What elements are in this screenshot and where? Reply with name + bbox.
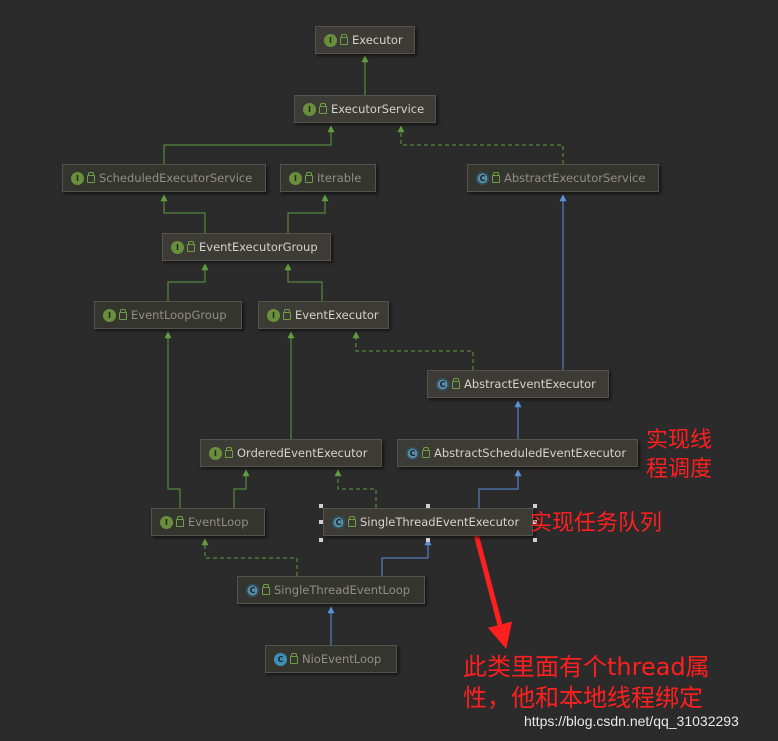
edge-el-oee	[233, 469, 250, 508]
abstract-class-icon: C	[406, 446, 419, 460]
node-label: ScheduledExecutorService	[99, 171, 253, 185]
lock-icon	[305, 172, 313, 183]
lock-icon	[452, 378, 460, 389]
node-label: AbstractScheduledEventExecutor	[434, 446, 627, 460]
selection-handle[interactable]	[426, 504, 430, 508]
annotation-thread: 此类里面有个thread属 性，他和本地线程绑定	[463, 652, 710, 714]
selection-handle[interactable]	[319, 520, 323, 524]
node-label: EventLoop	[188, 515, 249, 529]
annotation-scheduling-line2: 程调度	[646, 457, 713, 482]
edge-scheduled-executorservice	[163, 125, 335, 164]
interface-icon: I	[160, 515, 173, 529]
node-label: Executor	[352, 33, 403, 47]
node-eventexecutor[interactable]: I EventExecutor	[258, 301, 389, 329]
edge-el-elg	[164, 331, 181, 508]
annotation-thread-line2: 性，他和本地线程绑定	[463, 684, 703, 712]
node-label: EventLoopGroup	[131, 308, 227, 322]
watermark: https://blog.csdn.net/qq_31032293	[524, 713, 739, 729]
lock-icon	[262, 584, 270, 595]
selection-handle[interactable]	[426, 538, 430, 542]
node-label: EventExecutorGroup	[199, 240, 318, 254]
selection-handle[interactable]	[319, 504, 323, 508]
node-label: SingleThreadEventLoop	[274, 583, 411, 597]
lock-icon	[119, 309, 127, 320]
lock-icon	[187, 241, 195, 252]
class-icon: C	[274, 652, 287, 666]
annotation-scheduling-line1: 实现线	[646, 428, 713, 453]
node-eventloopgroup[interactable]: I EventLoopGroup	[94, 301, 242, 329]
node-executor[interactable]: I Executor	[315, 26, 415, 54]
lock-icon	[348, 516, 356, 527]
edge-stee-oee	[334, 469, 377, 508]
lock-icon	[340, 34, 348, 45]
node-label: EventExecutor	[295, 308, 379, 322]
abstract-class-icon: C	[476, 171, 489, 185]
interface-icon: I	[71, 171, 84, 185]
lock-icon	[492, 172, 500, 183]
node-executorservice[interactable]: I ExecutorService	[294, 95, 436, 123]
node-label: SingleThreadEventExecutor	[360, 515, 520, 529]
edge-eeg-scheduled	[160, 194, 206, 233]
selection-handle[interactable]	[533, 504, 537, 508]
interface-icon: I	[209, 446, 222, 460]
node-eventloop[interactable]: I EventLoop	[151, 508, 265, 536]
interface-icon: I	[303, 102, 316, 116]
lock-icon	[319, 103, 327, 114]
node-label: Iterable	[317, 171, 362, 185]
node-label: NioEventLoop	[302, 652, 382, 666]
node-label: AbstractExecutorService	[504, 171, 646, 185]
edge-stel-el	[201, 538, 298, 576]
node-eventexecutorgroup[interactable]: I EventExecutorGroup	[162, 233, 331, 261]
interface-icon: I	[171, 240, 184, 254]
annotation-arrow	[473, 533, 512, 649]
edge-eeg-iterable	[287, 194, 329, 233]
abstract-class-icon: C	[246, 583, 259, 597]
edge-stel-stee	[381, 538, 432, 576]
interface-icon: I	[103, 308, 116, 322]
edge-stee-asee	[478, 469, 522, 508]
lock-icon	[176, 516, 184, 527]
node-scheduledexecutorservice[interactable]: I ScheduledExecutorService	[62, 164, 266, 192]
node-label: ExecutorService	[331, 102, 425, 116]
annotation-scheduling: 实现线 程调度	[646, 426, 712, 484]
interface-icon: I	[267, 308, 280, 322]
lock-icon	[225, 447, 233, 458]
node-abstractscheduledeventexecutor[interactable]: C AbstractScheduledEventExecutor	[397, 439, 638, 467]
abstract-class-icon: C	[332, 515, 345, 529]
edge-ee-eeg	[284, 263, 323, 301]
edge-aee-ee	[352, 331, 474, 370]
lock-icon	[283, 309, 291, 320]
lock-icon	[422, 447, 430, 458]
node-label: OrderedEventExecutor	[237, 446, 368, 460]
node-singlethreadeventexecutor[interactable]: C SingleThreadEventExecutor	[323, 508, 533, 536]
annotation-task-queue: 实现任务队列	[530, 511, 663, 536]
interface-icon: I	[324, 33, 337, 47]
node-orderedeventexecutor[interactable]: I OrderedEventExecutor	[200, 439, 382, 467]
node-abstracteventexecutor[interactable]: C AbstractEventExecutor	[427, 370, 609, 398]
annotation-thread-line1: 此类里面有个thread属	[463, 653, 710, 681]
abstract-class-icon: C	[436, 377, 449, 391]
edge-abstractexecutorservice-executorservice	[397, 125, 564, 164]
selection-handle[interactable]	[533, 538, 537, 542]
selection-handle[interactable]	[319, 538, 323, 542]
node-iterable[interactable]: I Iterable	[280, 164, 376, 192]
node-abstractexecutorservice[interactable]: C AbstractExecutorService	[467, 164, 659, 192]
lock-icon	[87, 172, 95, 183]
node-label: AbstractEventExecutor	[464, 377, 596, 391]
node-nioeventloop[interactable]: C NioEventLoop	[265, 645, 397, 673]
interface-icon: I	[289, 171, 302, 185]
edge-elg-eeg	[167, 263, 209, 301]
selection-handle[interactable]	[533, 520, 537, 524]
lock-icon	[290, 653, 298, 664]
node-singlethreadeventloop[interactable]: C SingleThreadEventLoop	[237, 576, 425, 604]
